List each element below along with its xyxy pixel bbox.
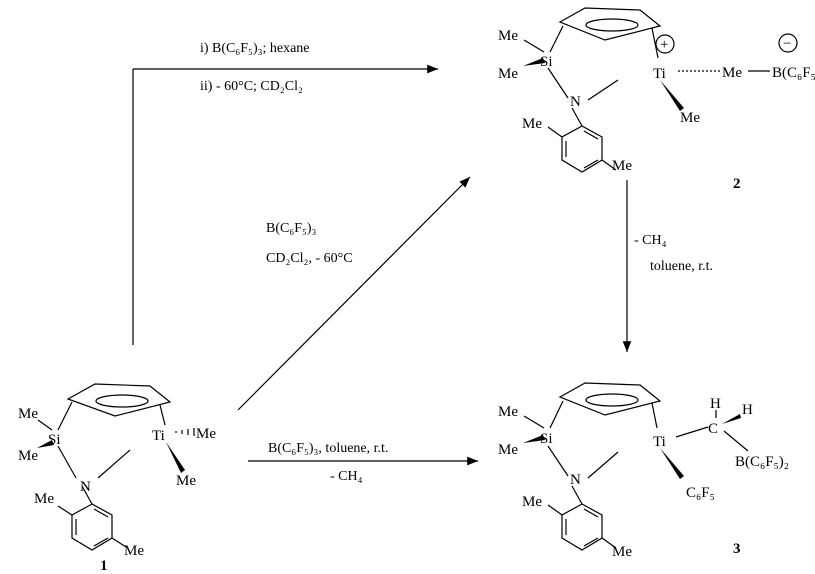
compound-3-si: Si (540, 431, 553, 447)
anion-charge-circle (778, 33, 798, 53)
condition-right-2: toluene, r.t. (650, 259, 713, 274)
cation-charge-circle (655, 34, 675, 54)
compound-2-si: Si (540, 54, 553, 70)
compound-2-number: 2 (733, 176, 741, 192)
compound-2-ti: Ti (653, 66, 666, 82)
compound-2-me-ar-2: Me (612, 158, 632, 174)
cp-ring-3 (558, 382, 662, 416)
compound-3-number: 3 (733, 541, 741, 557)
compound-3-me-ar-2: Me (612, 544, 632, 560)
compound-1: Me Me Si Ti Me Me N Me Me 1 (18, 383, 216, 574)
aryl-ring-1 (71, 503, 113, 551)
compound-2: Me Me Si Ti Me B(C₆F₅)₃ Me N Me Me + − 2 (498, 7, 815, 192)
compound-3-h-2: H (742, 402, 753, 418)
compound-3-c: C (708, 421, 718, 437)
condition-right-1: - CH₄ (634, 233, 667, 248)
compound-3-me-ar-1: Me (522, 494, 542, 510)
compound-2-minus: − (783, 36, 791, 52)
aryl-ring-3 (561, 503, 603, 551)
compound-2-n: N (570, 94, 581, 110)
compound-3-n: N (570, 472, 581, 488)
compound-2-borate: B(C₆F₅)₃ (772, 65, 815, 81)
compound-1-me-si-2: Me (18, 448, 38, 464)
arrow-top (132, 64, 438, 345)
cp-circle-1 (95, 394, 149, 408)
condition-top-1: i) B(C₆F₅)₃; hexane (200, 41, 310, 56)
aryl-ring-2 (561, 125, 603, 173)
compound-3-h-1: H (710, 396, 721, 412)
compound-1-me-ar-1: Me (34, 491, 54, 507)
compound-2-me-bridge: Me (722, 65, 742, 81)
condition-bottom-1: B(C₆F₅)₃, toluene, r.t. (268, 441, 388, 456)
condition-bottom-2: - CH₄ (330, 469, 363, 484)
compound-2-me-si-1: Me (498, 28, 518, 44)
compound-3-ti: Ti (653, 434, 666, 450)
cp-ring-1 (66, 383, 172, 417)
compound-3-me-si-1: Me (498, 404, 518, 420)
compound-1-si: Si (48, 432, 61, 448)
compound-1-n: N (80, 479, 91, 495)
condition-diag-2: CD₂Cl₂, - 60°C (266, 251, 353, 266)
compound-3: Me Me Si Ti H H C B(C₆F₅)₂ C₆F₅ N Me Me … (498, 382, 789, 560)
arrow-diagonal (237, 176, 471, 411)
compound-3-me-si-2: Me (498, 442, 518, 458)
compound-3-borane: B(C₆F₅)₂ (735, 454, 789, 470)
compound-1-me-si-1: Me (18, 406, 38, 422)
compound-2-me-si-2: Me (498, 66, 518, 82)
cp-ring-2 (558, 7, 662, 41)
compound-3-c6f5: C₆F₅ (686, 485, 715, 501)
condition-diag-1: B(C₆F₅)₃ (266, 221, 317, 236)
compound-1-number: 1 (100, 558, 108, 574)
compound-2-me-ar-1: Me (522, 116, 542, 132)
compound-2-me-ti: Me (680, 110, 700, 126)
compound-2-plus: + (660, 37, 668, 53)
compound-1-me-ti-2: Me (176, 473, 196, 489)
compound-1-me-ti-1: Me (196, 426, 216, 442)
compound-1-me-ar-2: Me (124, 543, 144, 559)
cp-circle-2 (585, 18, 639, 32)
condition-top-2: ii) - 60°C; CD₂Cl₂ (200, 79, 303, 94)
cp-circle-3 (585, 393, 639, 407)
compound-1-ti: Ti (152, 428, 165, 444)
